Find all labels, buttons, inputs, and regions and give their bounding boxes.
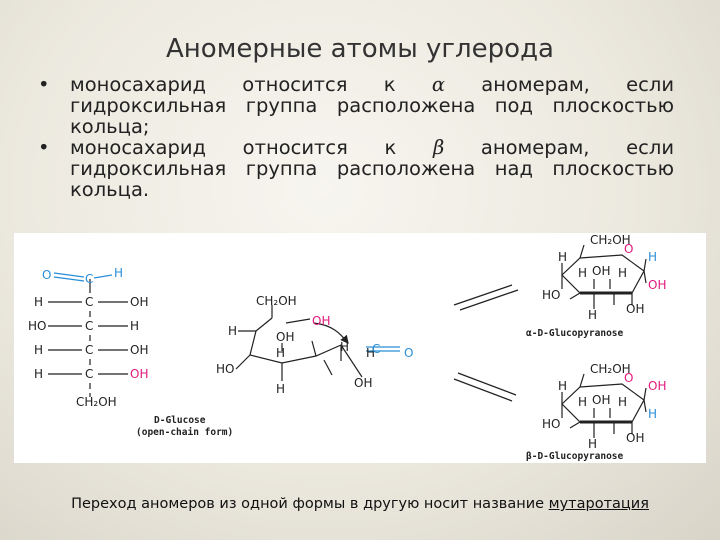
c3-ho: HO: [28, 319, 46, 333]
beta-h-c4: H: [578, 395, 587, 409]
beta-h-c2: H: [618, 395, 627, 409]
bullet-marker: •: [38, 73, 50, 96]
structure-diagram-panel: O C H H C OH HO C H H C OH H C OH CH₂OH …: [14, 233, 706, 463]
alpha-oh-c4: OH: [592, 264, 610, 278]
alpha-anomeric-oh: OH: [648, 278, 666, 292]
beta-anomeric-oh: OH: [648, 379, 666, 393]
alpha-h-c2: H: [618, 266, 627, 280]
c4-oh: OH: [130, 343, 148, 357]
open-chain-note: (open-chain form): [136, 427, 233, 438]
bullet-text: моносахарид относится к α аномерам, если…: [70, 74, 674, 137]
c5-h: H: [34, 367, 43, 381]
glucose-cyclization-diagram: O C H H C OH HO C H H C OH H C OH CH₂OH …: [28, 233, 666, 462]
cyclizing-structure: CH₂OH OH H OH H H H C O HO H OH: [216, 294, 413, 396]
beta-ring-o: O: [624, 371, 633, 385]
cyc-oh-c2: OH: [354, 376, 372, 390]
bullet-text-before: моносахарид относится к: [70, 136, 433, 159]
beta-ch2oh: CH₂OH: [590, 362, 631, 376]
c4-h: H: [34, 343, 43, 357]
bullet-beta: • моносахарид относится к β аномерам, ес…: [34, 137, 674, 200]
cyc-h-c3: H: [276, 382, 285, 396]
cyc-ho-c4: HO: [216, 362, 234, 376]
c5-oh: OH: [130, 367, 148, 381]
c6-ch2oh: CH₂OH: [76, 395, 117, 409]
cyc-c1: C: [372, 342, 380, 356]
cyc-h-c1: H: [366, 346, 375, 360]
alpha-oh-c2: OH: [626, 302, 644, 316]
aldehyde-oxygen: O: [42, 268, 51, 282]
beta-h-c5: H: [558, 379, 567, 393]
c2-h: H: [34, 295, 43, 309]
beta-ho-c3: HO: [542, 417, 560, 431]
bullet-marker: •: [38, 136, 50, 159]
bullet-alpha: • моносахарид относится к α аномерам, ес…: [34, 74, 674, 137]
bullet-text-after: аномерам, если гидроксильная группа расп…: [70, 73, 675, 138]
alpha-symbol: α: [431, 73, 445, 96]
cyc-oh-upper: OH: [276, 330, 294, 344]
alpha-h-c3: H: [588, 308, 597, 322]
alpha-glucopyranose: CH₂OH O H H H OH H OH HO H OH α-D-Glucop…: [526, 233, 666, 339]
c5: C: [85, 367, 93, 381]
c2-oh: OH: [130, 295, 148, 309]
cyc-h-mid: H: [276, 346, 285, 360]
open-chain-name: D-Glucose: [154, 415, 206, 426]
slide-title: Аномерные атомы углерода: [166, 34, 554, 64]
c3-h: H: [130, 319, 139, 333]
c3: C: [85, 319, 93, 333]
aldehyde-carbon: C: [85, 272, 93, 286]
open-chain-glucose: O C H H C OH HO C H H C OH H C OH CH₂OH …: [28, 266, 233, 438]
alpha-label: α-D-Glucopyranose: [526, 328, 624, 339]
beta-label: β-D-Glucopyranose: [526, 451, 624, 462]
cyc-aldehyde-o: O: [404, 346, 413, 360]
alpha-ch2oh: CH₂OH: [590, 233, 631, 247]
beta-h-c1: H: [648, 407, 657, 421]
bullet-text-after: аномерам, если гидроксильная группа расп…: [70, 136, 675, 201]
equilibrium-arrows: [453, 284, 519, 402]
alpha-h-c5: H: [558, 250, 567, 264]
c4: C: [85, 343, 93, 357]
cyc-h-c5: H: [228, 324, 237, 338]
aldehyde-hydrogen: H: [114, 266, 123, 280]
alpha-h-c1: H: [648, 250, 657, 264]
alpha-ho-c3: HO: [542, 288, 560, 302]
beta-symbol: β: [432, 136, 445, 159]
alpha-ring-o: O: [624, 242, 633, 256]
beta-glucopyranose: CH₂OH O H OH H OH H H HO H OH β-D-Glucop…: [526, 362, 666, 462]
bullet-text: моносахарид относится к β аномерам, если…: [70, 137, 674, 200]
bullet-text-before: моносахарид относится к: [70, 73, 432, 96]
beta-h-c3: H: [588, 437, 597, 451]
c2: C: [85, 295, 93, 309]
alpha-h-c4: H: [578, 266, 587, 280]
beta-oh-c2: OH: [626, 431, 644, 445]
cyc-ring-oh: OH: [312, 314, 330, 328]
footer-note: Переход аномеров из одной формы в другую…: [0, 496, 720, 512]
cyc-ch2oh: CH₂OH: [256, 294, 297, 308]
beta-oh-c4: OH: [592, 393, 610, 407]
mutarotation-term: мутаротация: [548, 496, 649, 512]
footer-text: Переход аномеров из одной формы в другую…: [71, 496, 549, 512]
bullet-list: • моносахарид относится к α аномерам, ес…: [34, 74, 674, 200]
cyc-h-c2: H: [340, 340, 349, 354]
